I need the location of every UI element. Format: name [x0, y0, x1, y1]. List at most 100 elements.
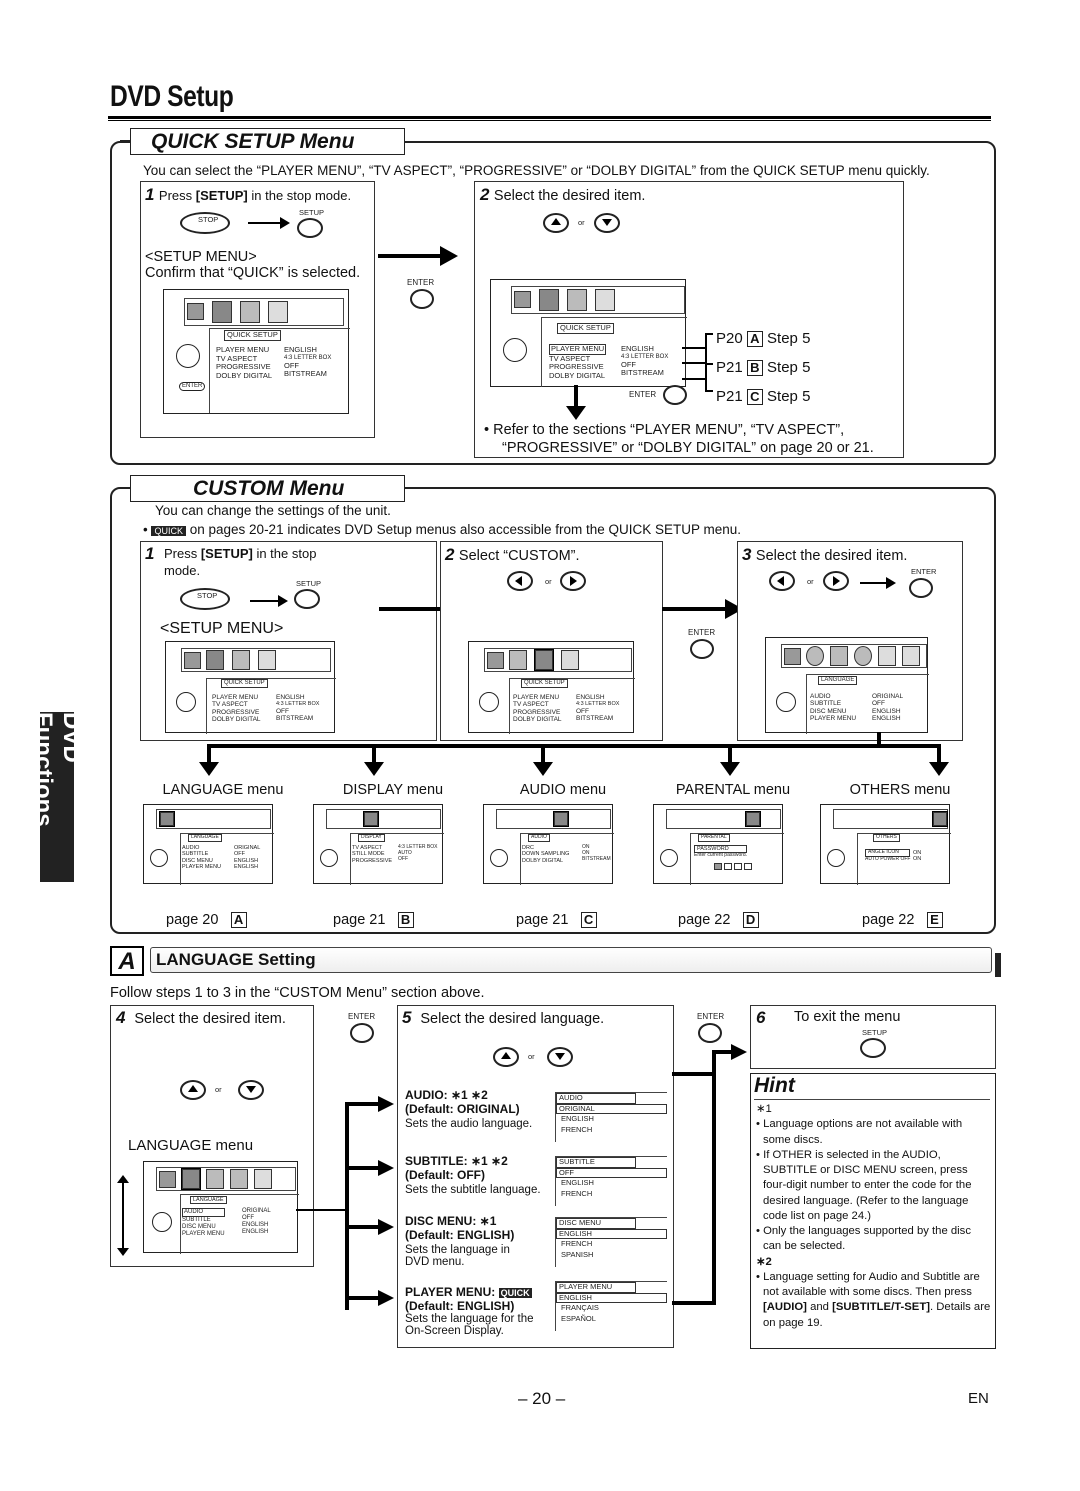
up-arrow-icon [551, 218, 561, 225]
quick-setup-tab: QUICK SETUP Menu [130, 128, 405, 155]
setup-button[interactable] [860, 1038, 886, 1058]
language-icon [806, 646, 824, 666]
quick-icon [509, 650, 527, 670]
stop-button[interactable] [180, 588, 230, 610]
ref-list: P20 A Step 5 P21 B Step 5 P21 C Step 5 [716, 330, 811, 405]
custom-icon [567, 289, 587, 311]
quick-intro: You can select the “PLAYER MENU”, “TV AS… [143, 163, 930, 178]
right-arrow-icon [570, 576, 577, 586]
quick-icon [206, 650, 224, 670]
down-arrow-icon [246, 1086, 256, 1093]
lang-step6-box [750, 1005, 996, 1069]
language-icon [159, 811, 175, 827]
language-heading: LANGUAGE Setting [156, 950, 316, 969]
option-disc-menu-list: DISC MENU ENGLISH FRENCH SPANISH [555, 1217, 667, 1267]
initialize-icon [258, 650, 276, 670]
tv-icon [159, 1171, 176, 1188]
custom-panel [110, 487, 996, 934]
option-subtitle: SUBTITLE: ∗1 ∗2 (Default: OFF) Sets the … [405, 1154, 541, 1196]
down-arrow-icon [555, 1053, 565, 1060]
parental-icon [745, 811, 761, 827]
option-disc-menu: DISC MENU: ∗1 (Default: ENGLISH) Sets th… [405, 1214, 515, 1268]
down-arrow-icon [602, 219, 612, 226]
hint-box [750, 1073, 996, 1349]
dpad-icon [660, 849, 678, 867]
tv-icon [487, 652, 504, 669]
dpad-icon [827, 849, 845, 867]
title-rule-thin [108, 120, 991, 121]
left-arrow-icon [515, 576, 522, 586]
setup-button[interactable] [297, 218, 323, 238]
parental-icon [254, 1169, 272, 1189]
section-letter: A [110, 946, 144, 976]
updown-arrow-icon [122, 1178, 124, 1250]
tv-icon [184, 652, 201, 669]
up-arrow-icon [188, 1085, 198, 1092]
enter-button[interactable] [663, 385, 687, 405]
custom-icon [232, 650, 250, 670]
quick-step2-box [474, 181, 904, 458]
enter-button[interactable] [350, 1023, 374, 1043]
option-audio-list: AUDIO ORIGINAL ENGLISH FRENCH [555, 1092, 667, 1142]
enter-button[interactable] [690, 639, 714, 659]
option-subtitle-list: SUBTITLE OFF ENGLISH FRENCH [555, 1156, 667, 1206]
dpad-icon [176, 344, 200, 368]
enter-button[interactable] [909, 578, 933, 598]
audio-icon [553, 811, 569, 827]
dpad-icon [150, 849, 168, 867]
side-tab: DVD Functions [30, 712, 85, 882]
up-arrow-icon [501, 1052, 511, 1059]
enter-button[interactable] [698, 1023, 722, 1043]
arrow-right-icon [378, 254, 443, 258]
custom-icon [534, 649, 554, 671]
dpad-icon [320, 849, 338, 867]
display-icon [363, 811, 379, 827]
dpad-icon [776, 692, 796, 712]
custom-tab: CUSTOM Menu [130, 475, 405, 502]
tv-icon [187, 303, 204, 320]
arrow-right-icon [248, 222, 283, 224]
language-heading-bar [150, 947, 992, 973]
custom-icon [240, 301, 260, 323]
dpad-icon [490, 849, 508, 867]
tv-icon [514, 291, 531, 308]
dpad-icon [176, 692, 196, 712]
language-code: EN [968, 1390, 989, 1407]
left-arrow-icon [777, 576, 784, 586]
option-audio: AUDIO: ∗1 ∗2 (Default: ORIGINAL) Sets th… [405, 1088, 533, 1130]
audio-icon [854, 646, 872, 666]
initialize-icon [268, 301, 288, 323]
quick-icon [212, 301, 232, 323]
others-icon [932, 811, 948, 827]
initialize-icon [595, 289, 615, 311]
lang-step5-box [397, 1005, 674, 1348]
page-title: DVD Setup [110, 80, 234, 113]
parental-icon [878, 646, 896, 666]
title-rule [108, 116, 991, 119]
dpad-icon [503, 338, 527, 362]
hint-title: Hint [754, 1074, 795, 1097]
dpad-icon [479, 692, 499, 712]
dpad-icon [152, 1212, 172, 1232]
others-icon [902, 646, 920, 666]
quick-icon [539, 289, 559, 311]
stop-button[interactable] [180, 212, 230, 234]
initialize-icon [561, 650, 579, 670]
quick-badge: QUICK [151, 526, 186, 536]
page-number: – 20 – [518, 1389, 566, 1408]
setup-button[interactable] [294, 589, 320, 609]
enter-button[interactable] [410, 289, 434, 309]
option-player-menu-list: PLAYER MENU ENGLISH FRANÇAIS ESPAÑOL [555, 1281, 667, 1331]
right-arrow-icon [833, 576, 840, 586]
